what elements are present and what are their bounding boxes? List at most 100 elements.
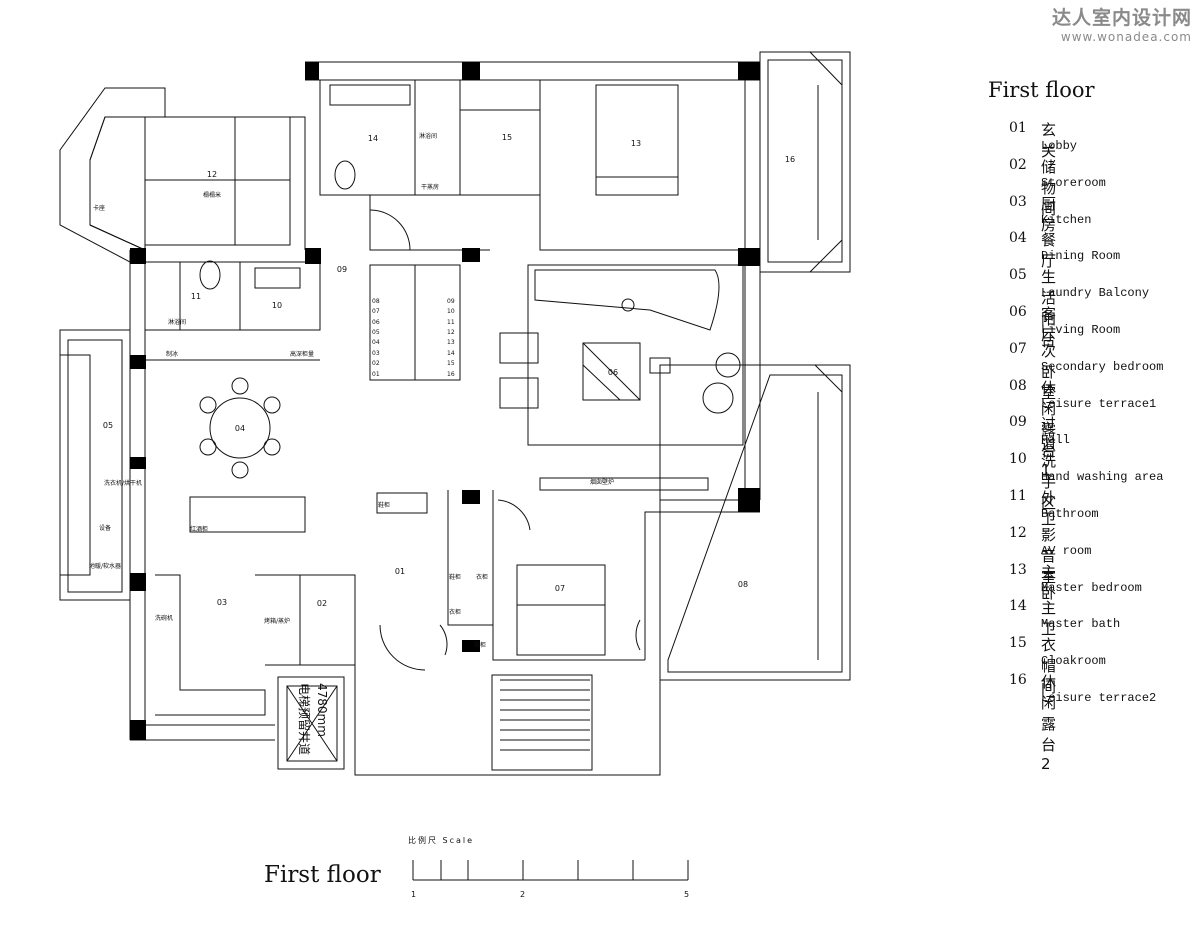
legend-zh: 厨房 (1041, 194, 1057, 234)
room-number-10: 10 (272, 301, 282, 310)
wall-11-10 (145, 261, 321, 331)
annotation-shower-14: 淋浴间 (419, 132, 437, 140)
annotation-wardrobe-1: 衣柜 (476, 573, 488, 581)
legend-en: Cloakroom (1041, 654, 1106, 669)
legend-num: 01 (1009, 120, 1027, 136)
legend-zh: 衣帽间 (1041, 636, 1057, 697)
watermark-brand: 达人室内设计网 (1051, 7, 1192, 29)
stair-step: 07 (372, 308, 380, 315)
legend-en: Dining Room (1041, 249, 1121, 264)
annotation-shower-11: 淋浴间 (168, 318, 186, 326)
av-bay-outer (59, 87, 166, 263)
stair-step: 08 (372, 298, 380, 305)
annotation-shoe-cabinet-2: 鞋柜 (449, 573, 461, 581)
legend-en: AV room (1041, 543, 1092, 558)
bed-13 (595, 84, 679, 178)
wall-14 (319, 80, 461, 196)
room-number-08: 08 (738, 580, 748, 589)
annotation-equipment: 设备 (99, 524, 111, 532)
legend-num: 03 (1009, 193, 1027, 210)
legend-num: 08 (1009, 377, 1027, 394)
av-bay-inner (89, 116, 146, 251)
stair-step: 04 (372, 339, 380, 346)
floor-plan: 01 02 03 04 05 06 07 08 09 10 11 12 13 1… (59, 51, 851, 881)
legend-num: 02 (1009, 156, 1027, 173)
stair-step: 12 (447, 329, 455, 336)
legend-en: Laundry Balcony (1041, 286, 1150, 301)
legend-zh: 影音室 (1041, 525, 1057, 586)
legend-zh: 洗手区 (1041, 452, 1057, 513)
elevator-shaft (277, 676, 345, 770)
annotation-heater-softener: 地暖/软水器 (89, 562, 121, 570)
balcony05-outer (59, 329, 131, 601)
room-number-04: 04 (235, 424, 245, 433)
stair-step: 06 (372, 319, 380, 326)
annotation-wine-cabinet: 红酒柜 (190, 525, 208, 533)
legend-num: 09 (1009, 414, 1027, 431)
legend-zh: 外卫 (1041, 488, 1057, 528)
legend-en: Living Room (1041, 322, 1121, 337)
room-number-05: 05 (103, 421, 113, 430)
terrace08-inner (667, 374, 843, 673)
legend-en: Bathroom (1041, 506, 1099, 521)
stair-step: 09 (447, 298, 455, 305)
legend-num: 04 (1009, 230, 1027, 247)
annotation-fireplace: 烟囱壁炉 (590, 478, 614, 486)
legend-zh: 生活阳台 (1041, 268, 1057, 350)
annotation-sauna: 干蒸房 (421, 183, 439, 191)
legend-num: 11 (1009, 487, 1027, 504)
legend-num: 06 (1009, 303, 1027, 320)
kitchen-counter (155, 574, 266, 716)
island (189, 496, 306, 533)
sofa-main (534, 269, 720, 331)
legend-en: Storeroom (1041, 175, 1106, 190)
legend-en: Leisure terrace1 (1041, 396, 1157, 411)
wall-step (659, 499, 745, 670)
legend-zh: 玄关 (1041, 121, 1057, 160)
room-number-16: 16 (785, 155, 795, 164)
legend-en: Master bedroom (1041, 580, 1142, 595)
legend-zh: 休闲露台2 (1041, 672, 1057, 773)
legend-num: 12 (1009, 524, 1027, 541)
room-number-09: 09 (337, 265, 347, 274)
scale-caption: 比例尺 Scale (408, 836, 475, 845)
scale-number: 5 (684, 890, 690, 899)
room-number-15: 15 (502, 133, 512, 142)
room-number-11: 11 (191, 292, 201, 301)
room-number-06: 06 (608, 368, 618, 377)
legend-num: 05 (1009, 267, 1027, 284)
annotation-oven-steamer: 烤箱/蒸炉 (264, 617, 290, 625)
scale-bar (412, 860, 689, 881)
room-number-07: 07 (555, 584, 565, 593)
bed-07 (516, 564, 606, 656)
wall-step-inner (644, 511, 760, 660)
legend-en: Hand washing area (1041, 470, 1164, 485)
annotation-shoe-cabinet: 鞋柜 (378, 501, 390, 509)
legend-zh: 主卫 (1041, 599, 1057, 639)
stair-step: 05 (372, 329, 380, 336)
legend-zh: 休闲露台1 (1041, 378, 1057, 479)
stair-step-numbers: 08 07 06 05 04 03 02 01 09 10 11 12 13 1… (372, 298, 455, 378)
legend-zh: 餐厅 (1041, 231, 1057, 271)
legend-title: First floor (988, 78, 1095, 102)
stair-step: 14 (447, 350, 455, 357)
room-number-12: 12 (207, 170, 217, 179)
legend-en: Lobby (1041, 139, 1078, 153)
legend-en: Master bath (1041, 617, 1121, 632)
scale-number: 2 (520, 890, 526, 899)
annotation-dishwasher: 洗碗机 (155, 614, 173, 622)
legend-en: Hall (1041, 433, 1070, 448)
stair-step: 13 (447, 339, 455, 346)
dining-table (209, 397, 271, 459)
legend-num: 07 (1009, 340, 1027, 357)
annotation-tatami: 榻榻米 (203, 191, 221, 199)
room-number-13: 13 (631, 139, 641, 148)
annotation-elevator-dim: 4780mm (315, 683, 329, 737)
balcony05-inner (67, 339, 123, 593)
annotation-icemaker: 制冰 (166, 350, 178, 358)
legend-en: Kitchen (1041, 212, 1092, 227)
stair-step: 11 (447, 319, 455, 326)
legend-num: 13 (1009, 561, 1027, 578)
stair-step: 03 (372, 350, 380, 357)
annotation-elevator: 电梯预留井道 (297, 683, 311, 755)
